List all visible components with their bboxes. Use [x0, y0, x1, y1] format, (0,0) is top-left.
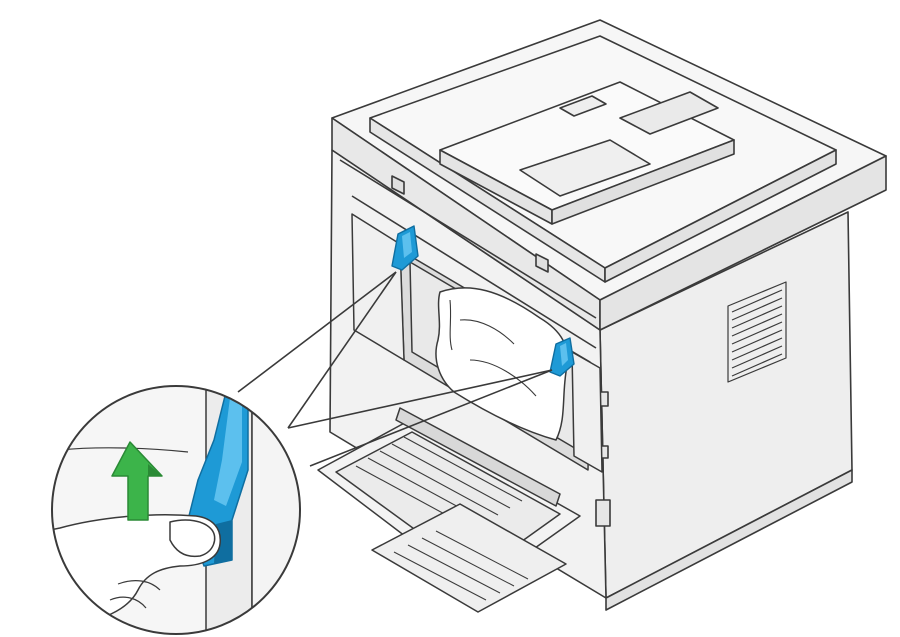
scanner-cover-edge-right — [604, 149, 837, 283]
rear-trim-2 — [351, 195, 597, 349]
detail-finger-line-2 — [109, 596, 147, 609]
feeder-guide — [559, 95, 607, 117]
lower-door-ribs — [393, 530, 529, 601]
document-feeder-block-edge-right — [551, 139, 735, 225]
detail-surface-line — [59, 447, 189, 453]
detail-thumb — [169, 519, 216, 558]
rear-trim — [339, 159, 597, 319]
callout-leaders — [237, 271, 553, 467]
rear-port-3 — [595, 499, 611, 527]
leader-line-4 — [309, 369, 553, 467]
feeder-slot — [619, 91, 719, 135]
side-vent — [727, 281, 787, 383]
rear-door — [317, 407, 581, 613]
detail-circle-border — [51, 385, 301, 635]
jammed-paper — [435, 287, 569, 441]
rear-opening — [351, 213, 603, 473]
transfer-roller — [395, 407, 561, 507]
left-fuser-lever — [391, 225, 419, 271]
detail-callout — [51, 385, 301, 635]
right-fuser-lever — [549, 337, 575, 377]
paper-crease-2 — [469, 359, 537, 397]
rear-clip-right — [535, 253, 549, 273]
right-pillar — [571, 351, 603, 473]
printer-base — [605, 469, 853, 611]
leader-line-3 — [287, 369, 553, 429]
leader-line-2 — [287, 271, 397, 429]
lift-up-arrow-shade — [148, 464, 162, 476]
rear-clip-left — [391, 175, 405, 195]
paper-crease-3 — [449, 299, 453, 351]
detail-finger-line-1 — [117, 580, 161, 591]
feeder-tray — [519, 139, 651, 197]
left-pillar — [351, 213, 405, 361]
lower-door-extension — [371, 503, 567, 613]
right-lever-highlight — [560, 343, 568, 366]
detail-lever-highlight — [214, 398, 242, 506]
leader-line-1 — [237, 271, 397, 393]
left-lever-highlight — [402, 232, 412, 258]
paper-crease-1 — [459, 319, 515, 345]
printer-top-edge-right — [599, 155, 887, 331]
